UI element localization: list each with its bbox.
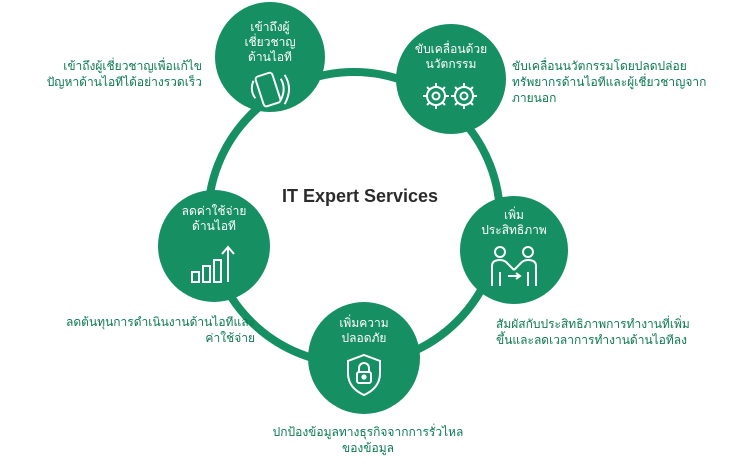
node-expert-access: เข้าถึงผู้ เชี่ยวชาญ ด้านไอที [215, 2, 325, 112]
node-title: เข้าถึงผู้ เชี่ยวชาญ ด้านไอที [244, 20, 296, 64]
node-description: ลดต้นทุนการดำเนินงานด้านไอทีและ ค่าใช้จ่… [66, 315, 255, 345]
shield-lock-icon [347, 353, 381, 397]
node-description: เข้าถึงผู้เชี่ยวชาญเพื่อแก้ไข ปัญหาด้านไ… [46, 59, 202, 89]
node-description: สัมผัสกับประสิทธิภาพการทำงานที่เพิ่ม ขึ้… [496, 317, 690, 347]
node-title: ขับเคลื่อนด้วย นวัตกรรม [414, 42, 488, 71]
gears-icon [423, 83, 477, 109]
node-cost: ลดค่าใช้จ่าย ด้านไอที [158, 190, 270, 302]
node-description: ขับเคลื่อนนวัตกรรมโดยปลดปล่อย ทรัพยากรด้… [512, 59, 707, 105]
collaboration-icon [491, 246, 537, 286]
diagram-title: IT Expert Services [281, 186, 439, 206]
node-title: ลดค่าใช้จ่าย ด้านไอที [181, 204, 247, 233]
node-description: ปกป้องข้อมูลทางธุรกิจจากการรั่วไหล ของข้… [272, 425, 464, 455]
node-efficiency: เพิ่ม ประสิทธิภาพ [460, 196, 568, 304]
node-title: เพิ่ม ประสิทธิภาพ [481, 208, 547, 237]
growth-chart-icon [191, 245, 235, 283]
node-innovation: ขับเคลื่อนด้วย นวัตกรรม [396, 24, 506, 134]
node-security: เพิ่มความ ปลอดภัย [308, 302, 420, 414]
phone-signal-icon [250, 71, 291, 108]
node-title: เพิ่มความ ปลอดภัย [339, 316, 389, 345]
